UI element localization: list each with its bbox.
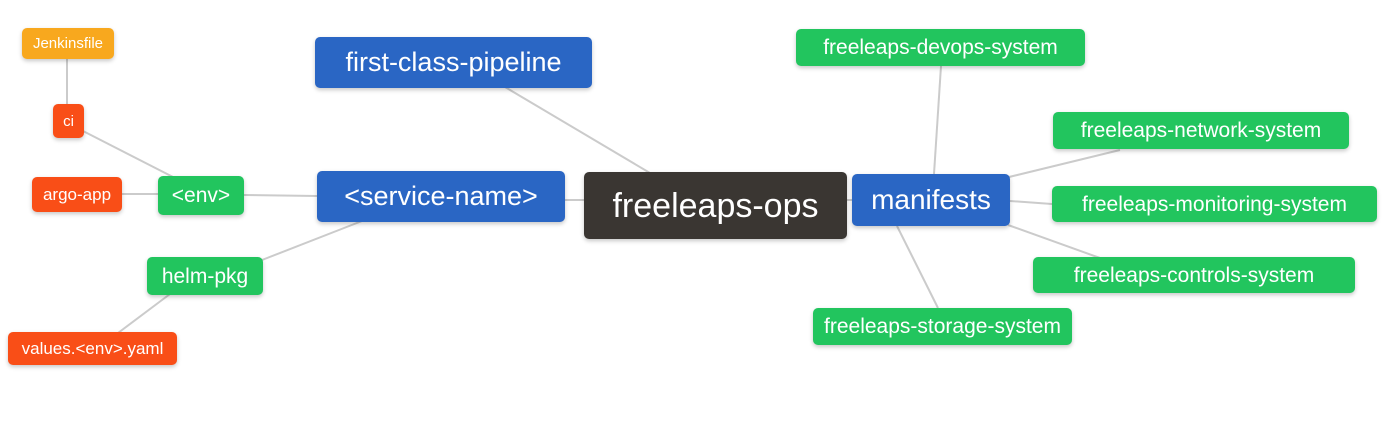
edge-helm-pkg-values-env-yaml	[117, 293, 171, 334]
node-first-class-pipeline[interactable]: first-class-pipeline	[315, 37, 592, 88]
edge-manifests-controls-system	[1007, 224, 1101, 259]
node-values-env-yaml[interactable]: values.<env>.yaml	[8, 332, 177, 365]
edge-manifests-storage-system	[896, 225, 939, 309]
node-freeleaps-network-system[interactable]: freeleaps-network-system	[1053, 112, 1349, 149]
edge-manifests-devops-system	[933, 65, 942, 175]
node-freeleaps-devops-system[interactable]: freeleaps-devops-system	[796, 29, 1085, 66]
edge-manifests-monitoring-system	[1009, 200, 1053, 205]
node-helm-pkg[interactable]: helm-pkg	[147, 257, 263, 295]
node-freeleaps-storage-system[interactable]: freeleaps-storage-system	[813, 308, 1072, 345]
edge-service-name-helm-pkg	[261, 220, 363, 261]
node-freeleaps-ops-root[interactable]: freeleaps-ops	[584, 172, 847, 239]
node-env[interactable]: <env>	[158, 176, 244, 215]
edge-manifests-network-system	[1008, 149, 1121, 178]
node-ci[interactable]: ci	[53, 104, 84, 138]
edge-env-service-name	[243, 194, 318, 197]
node-jenkinsfile[interactable]: Jenkinsfile	[22, 28, 114, 59]
node-freeleaps-monitoring-system[interactable]: freeleaps-monitoring-system	[1052, 186, 1377, 222]
node-service-name[interactable]: <service-name>	[317, 171, 565, 222]
node-manifests[interactable]: manifests	[852, 174, 1010, 226]
node-freeleaps-controls-system[interactable]: freeleaps-controls-system	[1033, 257, 1355, 293]
node-argo-app[interactable]: argo-app	[32, 177, 122, 212]
edge-first-class-pipeline-freeleaps-ops	[504, 86, 651, 174]
edge-ci-env	[82, 130, 174, 178]
